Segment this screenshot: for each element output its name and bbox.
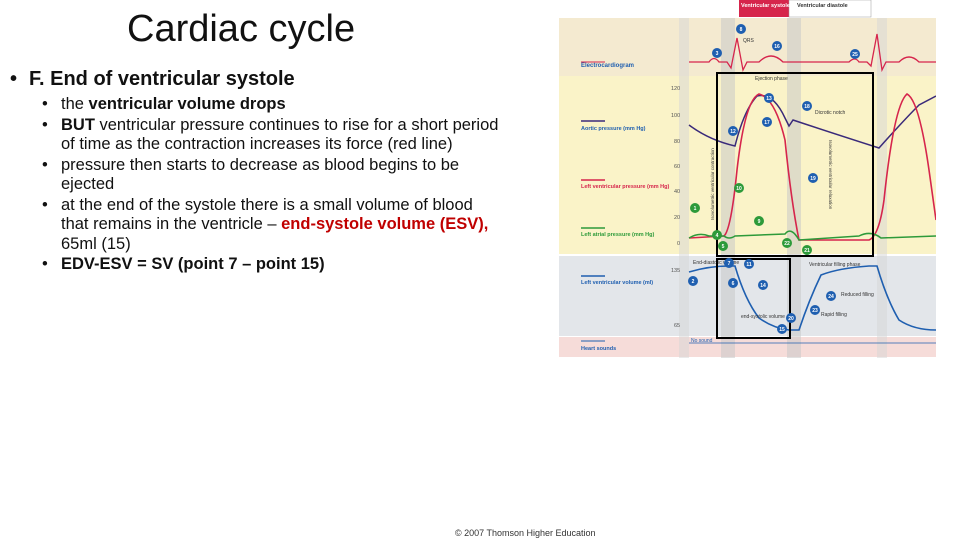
diastole-bar [788, 0, 872, 18]
volume-band [559, 256, 936, 336]
tick-60: 60 [674, 164, 680, 170]
phase-diastole-label: Ventricular diastole [797, 3, 848, 9]
point-12: 12 [730, 129, 736, 135]
point-13: 13 [766, 96, 772, 102]
point-21: 21 [804, 248, 810, 254]
bullet-item: EDV-ESV = SV (point 7 – point 15) [42, 255, 502, 275]
bullet-item: the ventricular volume drops [42, 95, 502, 115]
bullet-text: at the end of the systole there is a sma… [61, 195, 473, 234]
tick-40: 40 [674, 189, 680, 195]
ecg-trace [689, 33, 936, 73]
bullet-text: ventricular pressure continues to rise f… [61, 115, 499, 154]
ecg-band [559, 18, 936, 76]
heading-text: F. End of ventricular systole [29, 68, 295, 90]
point-3: 3 [716, 51, 719, 57]
tick-20: 20 [674, 215, 680, 221]
isovol-contraction-strip [721, 18, 735, 358]
la-pressure-trace [688, 230, 936, 241]
point-25: 25 [852, 52, 858, 58]
bullet-item: BUT ventricular pressure continues to ri… [42, 116, 502, 155]
phase-systole-label: Ventricular systole [741, 3, 790, 9]
lv-pressure-trace [688, 93, 936, 241]
point-6: 6 [732, 281, 735, 287]
point-16: 16 [774, 44, 780, 50]
reduced-filling-label: Reduced filling [841, 292, 874, 298]
image-credit: © 2007 Thomson Higher Education [455, 528, 596, 538]
row-label-la-pressure: Left atrial pressure (mm Hg) [581, 232, 655, 238]
tick-135: 135 [671, 268, 680, 274]
point-15: 15 [779, 327, 785, 333]
point-7: 7 [728, 261, 731, 267]
tick-100: 100 [671, 113, 680, 119]
bullet-list: the ventricular volume drops BUT ventric… [42, 95, 502, 276]
point-23: 23 [812, 308, 818, 314]
point-19: 19 [810, 176, 816, 182]
section-heading: • F. End of ventricular systole [10, 68, 530, 91]
heading-bullet: • [10, 68, 18, 90]
early-strip [679, 18, 689, 358]
bullet-bold-text: ventricular volume drops [88, 95, 286, 113]
row-label-heart-sounds: Heart sounds [581, 346, 616, 352]
pressure-axis: 120 100 80 60 40 20 0 135 65 [671, 86, 680, 329]
bullet-text: the [61, 95, 89, 113]
point-4: 4 [716, 233, 719, 239]
tick-0: 0 [677, 241, 680, 247]
point-1: 1 [694, 206, 697, 212]
dicrotic-label: Dicrotic notch [815, 110, 846, 116]
bullet-item: at the end of the systole there is a sma… [42, 196, 502, 255]
bullet-text: pressure then starts to decrease as bloo… [61, 155, 460, 194]
row-label-lv-volume: Left ventricular volume (ml) [581, 280, 653, 286]
esv-highlight-text: end-systole volume (ESV), [281, 215, 489, 233]
bullet-bold-text: BUT [61, 115, 95, 134]
bullet-bold-text: EDV-ESV = SV (point 7 – point 15) [61, 255, 325, 273]
point-10: 10 [736, 186, 742, 192]
wiggers-diagram: Ventricular systole Ventricular diastole… [559, 0, 936, 375]
ejection-label: Ejection phase [755, 76, 788, 82]
no-sound-label: No sound [691, 338, 713, 344]
slide-title: Cardiac cycle [127, 8, 356, 50]
lv-volume-trace [688, 265, 936, 331]
row-label-aortic: Aortic pressure (mm Hg) [581, 126, 646, 132]
point-14: 14 [760, 283, 766, 289]
point-8: 8 [740, 27, 743, 33]
esv-label: end-systolic volume [741, 314, 785, 320]
systole-bar [739, 0, 789, 17]
row-label-lv-pressure: Left ventricular pressure (mm Hg) [581, 184, 669, 190]
point-markers: 1 2 3 4 5 6 7 8 9 10 11 12 13 14 15 16 1… [688, 24, 860, 334]
point-22: 22 [784, 241, 790, 247]
late-strip [877, 18, 887, 358]
bullet-text: 65ml (15) [61, 234, 131, 253]
point-17: 17 [764, 120, 770, 126]
point-9: 9 [758, 219, 761, 225]
row-label-ecg: Electrocardiogram [581, 63, 634, 69]
aortic-trace [688, 94, 936, 149]
rapid-filling-label: Rapid filling [821, 312, 847, 318]
point-20: 20 [788, 316, 794, 322]
tick-120: 120 [671, 86, 680, 92]
point-2: 2 [692, 279, 695, 285]
bullet-item: pressure then starts to decrease as bloo… [42, 156, 502, 195]
vent-filling-label: Ventricular filling phase [809, 262, 861, 268]
highlight-box-pressure [716, 72, 874, 257]
sounds-band [559, 337, 936, 357]
point-5: 5 [722, 244, 725, 250]
point-11: 11 [746, 262, 752, 268]
highlight-box-volume [716, 258, 791, 339]
qrs-label: QRS [743, 38, 755, 44]
isovol-contraction-label: Isovolumetric ventricular contraction [710, 148, 715, 220]
tick-80: 80 [674, 139, 680, 145]
point-24: 24 [828, 294, 834, 300]
point-18: 18 [804, 104, 810, 110]
tick-65: 65 [674, 323, 680, 329]
isovol-relaxation-label: Isovolumetric ventricular relaxation [828, 140, 833, 210]
